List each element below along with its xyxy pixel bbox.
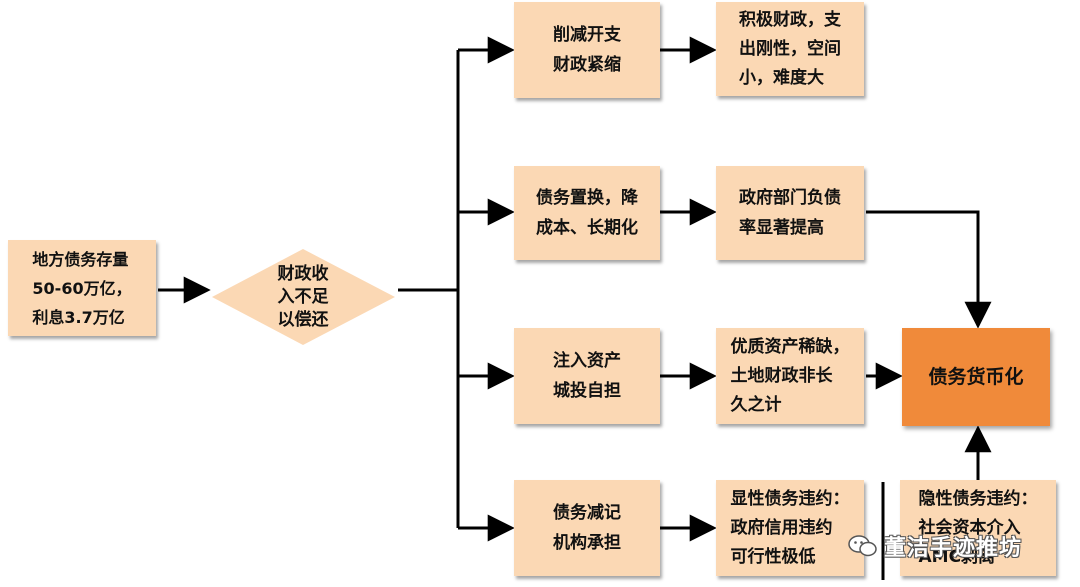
outcome-label: 优质资产稀缺， 土地财政非长 久之计 xyxy=(730,336,850,415)
watermark-text: 董洁手迹推坊 xyxy=(884,535,1023,561)
outcome-label: 积极财政，支 出刚性，空间 小，难度大 xyxy=(739,9,841,88)
option-box-debt-swap: 债务置换，降 成本、长期化 xyxy=(514,166,660,260)
debt-monetization-box: 债务货币化 xyxy=(902,328,1050,426)
implicit-default-label: 隐性债务违约： 社会资本介入 AMC剥离 xyxy=(918,488,1038,567)
implicit-default-box: 隐性债务违约： 社会资本介入 AMC剥离 xyxy=(900,480,1056,576)
decision-diamond: 财政收 入不足 以偿还 xyxy=(208,246,398,348)
decision-label: 财政收 入不足 以偿还 xyxy=(277,263,329,330)
debt-stock-label: 地方债务存量 50-60万亿， 利息3.7万亿 xyxy=(32,249,132,327)
outcome-box-2: 政府部门负债 率显著提高 xyxy=(716,166,864,260)
outcome-box-4: 显性债务违约： 政府信用违约 可行性极低 xyxy=(716,480,864,576)
outcome-box-1: 积极财政，支 出刚性，空间 小，难度大 xyxy=(716,2,864,96)
option-box-cut-spending: 削减开支 财政紧缩 xyxy=(514,2,660,98)
option-box-debt-writedown: 债务减记 机构承担 xyxy=(514,480,660,576)
option-label: 债务减记 机构承担 xyxy=(553,503,621,553)
arrow-outcome-2-to-result xyxy=(866,210,992,329)
diamond-shape xyxy=(212,249,395,345)
watermark: 董洁手迹推坊 xyxy=(848,526,1022,566)
option-label: 削减开支 财政紧缩 xyxy=(553,25,621,75)
outcome-label: 显性债务违约： 政府信用违约 可行性极低 xyxy=(730,488,850,567)
outcome-box-3: 优质资产稀缺， 土地财政非长 久之计 xyxy=(716,328,864,424)
option-label: 债务置换，降 成本、长期化 xyxy=(536,188,638,238)
debt-stock-box: 地方债务存量 50-60万亿， 利息3.7万亿 xyxy=(8,240,156,336)
result-label: 债务货币化 xyxy=(928,366,1024,388)
wechat-bubbles-icon xyxy=(848,535,877,557)
option-label: 注入资产 城投自担 xyxy=(553,351,621,401)
option-box-inject-assets: 注入资产 城投自担 xyxy=(514,328,660,424)
outcome-label: 政府部门负债 率显著提高 xyxy=(739,188,841,238)
